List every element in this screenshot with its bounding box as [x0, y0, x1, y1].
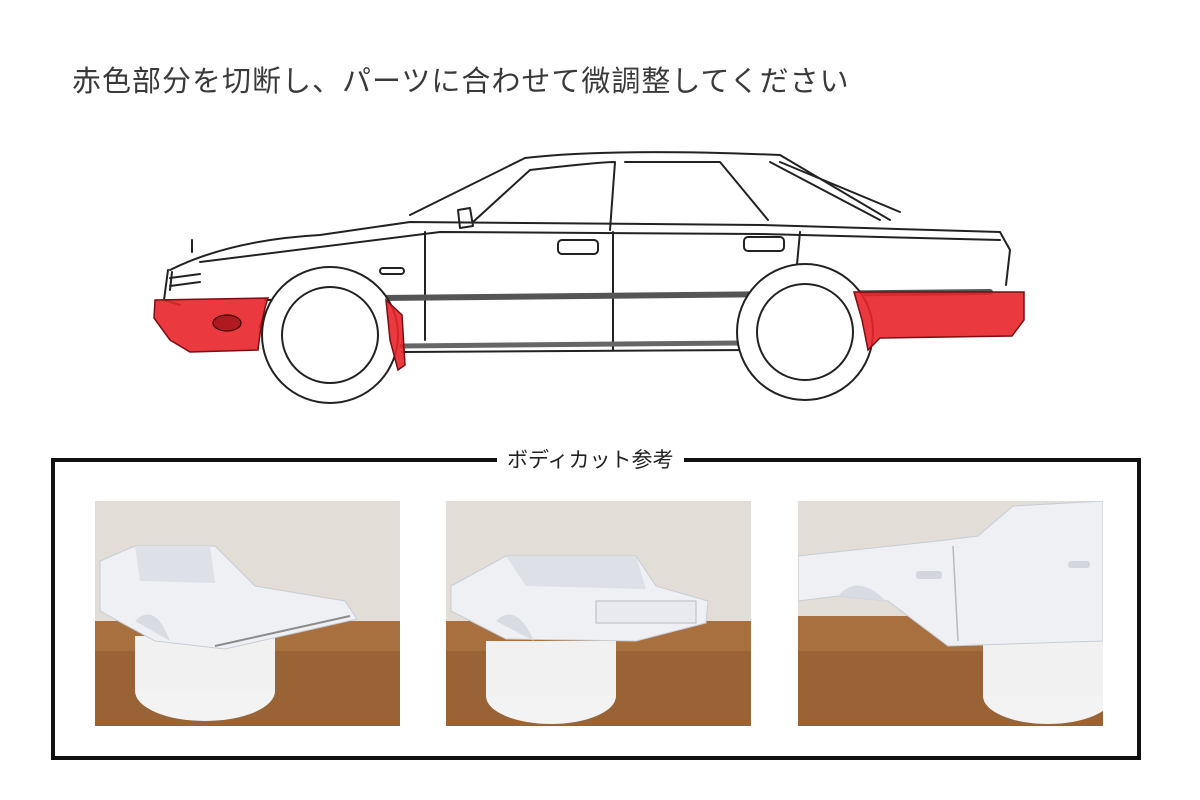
reference-photo-side: [798, 501, 1103, 726]
cut-area-front-wheel-arch: [385, 298, 406, 372]
car-line-drawing: [153, 151, 1025, 404]
cut-area-front: [153, 297, 270, 353]
reference-photo-front: [95, 501, 400, 726]
reference-label: ボディカット参考: [497, 444, 684, 474]
cut-area-rear: [853, 291, 1025, 352]
reference-photo-rear: [446, 501, 751, 726]
instruction-title: 赤色部分を切断し、パーツに合わせて微調整してください: [72, 64, 850, 98]
